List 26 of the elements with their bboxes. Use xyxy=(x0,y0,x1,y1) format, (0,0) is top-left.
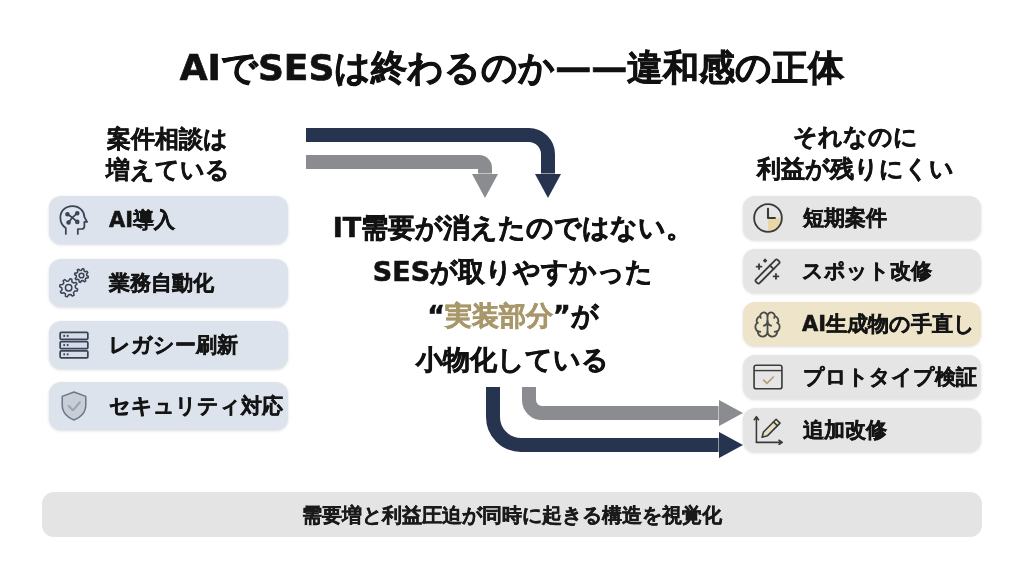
topic-card xyxy=(49,382,288,430)
column-heading: 案件相談は増えている xyxy=(104,124,231,186)
title: AIでSESは終わるのか——違和感の正体 xyxy=(179,46,845,90)
topic-label: 短期案件 xyxy=(803,205,887,232)
topic-card xyxy=(743,302,981,346)
topic-card xyxy=(743,408,981,452)
topic-card xyxy=(49,196,288,244)
column-heading: それなのに利益が残りにくい xyxy=(755,122,956,185)
topic-label: 追加改修 xyxy=(803,417,887,444)
summary-bar xyxy=(42,492,982,537)
topic-label: AI生成物の手直し xyxy=(802,311,976,338)
topic-label: プロトタイプ検証 xyxy=(803,364,977,391)
topic-card xyxy=(49,321,288,369)
summary-text: 需要増と利益圧迫が同時に起きる構造を視覚化 xyxy=(302,501,722,529)
topic-label: セキュリティ対応 xyxy=(109,393,283,420)
topic-label: AI導入 xyxy=(109,207,176,234)
arrow xyxy=(306,128,562,198)
topic-label: スポット改修 xyxy=(802,258,932,285)
topic-card xyxy=(49,259,288,307)
topic-label: レガシー刷新 xyxy=(109,332,238,359)
topic-label: 業務自動化 xyxy=(109,270,214,297)
topic-card xyxy=(743,355,981,399)
topic-card xyxy=(743,196,981,240)
arrow xyxy=(306,155,499,198)
key-message: IT需要が消えたのではない。SESが取りやすかった“実装部分”が小物化している xyxy=(329,198,697,387)
topic-card xyxy=(743,249,981,293)
